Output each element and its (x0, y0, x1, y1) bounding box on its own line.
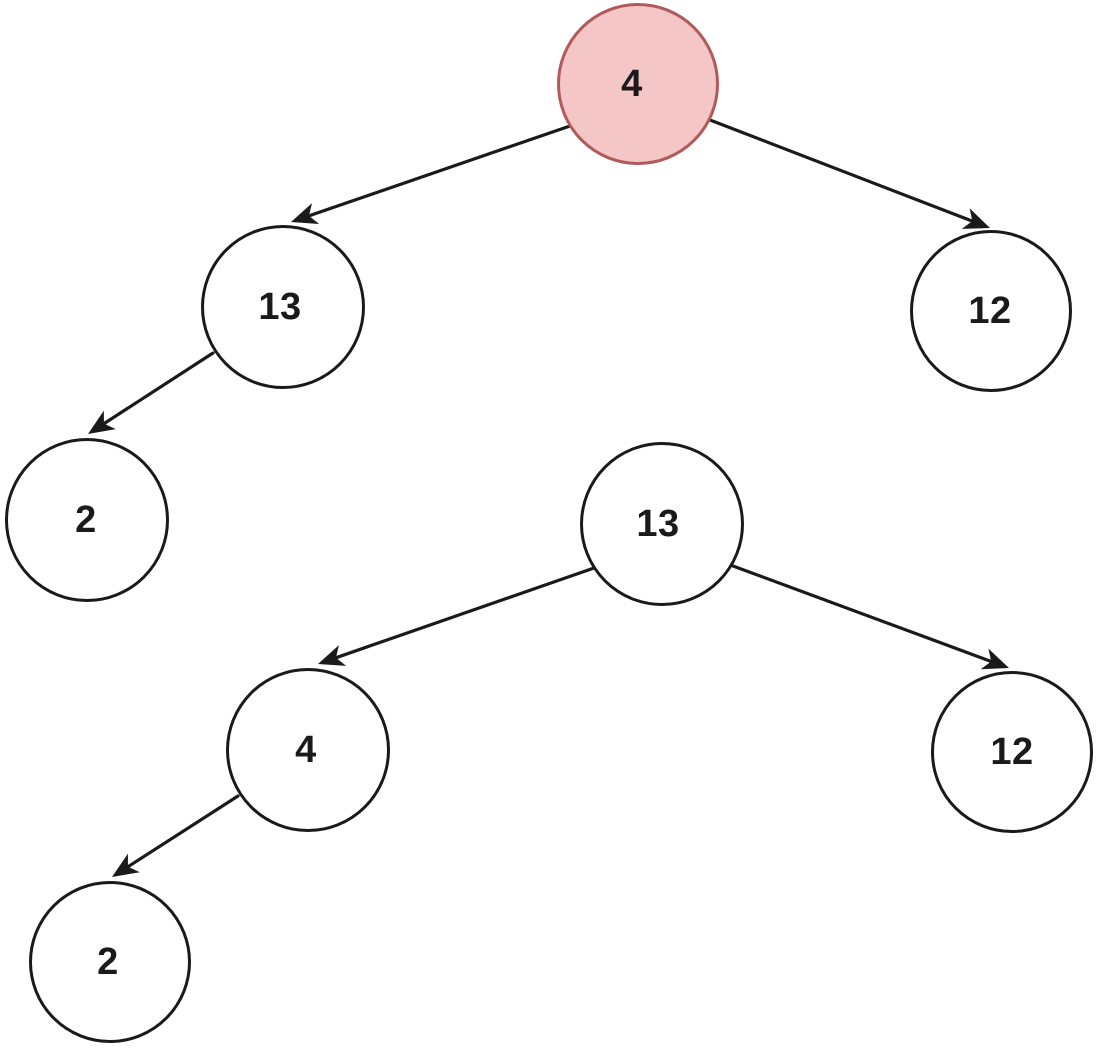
edge-arrowhead-icon (88, 410, 116, 434)
edge-line (103, 351, 215, 425)
tree-node-label: 12 (990, 731, 1034, 773)
tree-node-label: 12 (968, 290, 1012, 332)
edge-line (731, 564, 992, 663)
tree-node-label: 4 (621, 63, 643, 105)
tree-edge (318, 566, 596, 666)
tree-edge (731, 564, 1009, 670)
tree-node-4[interactable]: 4 (557, 3, 719, 165)
tree-node-13[interactable]: 13 (580, 442, 744, 606)
edge-line (708, 118, 973, 223)
tree-node-12[interactable]: 12 (931, 671, 1093, 833)
tree-edge (291, 124, 572, 224)
edge-line (335, 566, 596, 660)
edge-arrowhead-icon (318, 645, 347, 666)
tree-node-4[interactable]: 4 (226, 668, 390, 832)
edge-arrowhead-icon (291, 203, 320, 224)
tree-edge (708, 118, 990, 229)
edge-arrowhead-icon (112, 853, 140, 877)
tree-node-2[interactable]: 2 (5, 438, 169, 602)
tree-node-label: 13 (258, 286, 302, 328)
edge-arrowhead-icon (980, 648, 1009, 670)
tree-node-13[interactable]: 13 (201, 225, 365, 389)
tree-node-2[interactable]: 2 (29, 881, 191, 1043)
edge-arrowhead-icon (961, 208, 990, 229)
tree-node-12[interactable]: 12 (910, 230, 1072, 392)
tree-node-label: 4 (295, 729, 317, 771)
edge-line (127, 794, 240, 868)
tree-node-label: 13 (636, 503, 680, 545)
tree-edge (88, 351, 215, 434)
tree-node-label: 2 (97, 941, 119, 983)
tree-node-label: 2 (75, 499, 97, 541)
tree-edge (112, 794, 240, 877)
edge-line (308, 124, 572, 218)
